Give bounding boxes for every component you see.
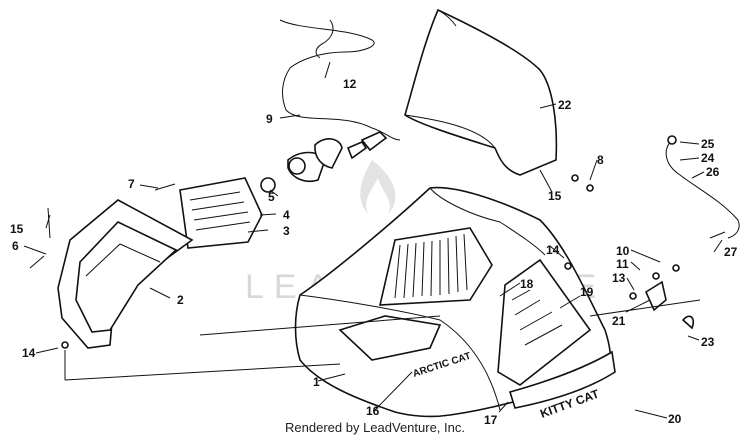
callout-14a: 14 [22, 346, 36, 360]
hood: ARCTIC CAT KITTY CAT [294, 186, 616, 421]
callout-11: 11 [616, 257, 629, 271]
callout-18: 18 [520, 277, 534, 291]
callout-24: 24 [701, 151, 715, 165]
footer-credit: Rendered by LeadVenture, Inc. [285, 420, 465, 435]
callout-3: 3 [283, 224, 290, 238]
callout-2: 2 [177, 293, 184, 307]
callout-20: 20 [668, 412, 682, 426]
fasteners [29, 174, 726, 349]
callout-7: 7 [128, 177, 135, 191]
callout-9: 9 [266, 112, 273, 126]
callout-21: 21 [612, 314, 626, 328]
callout-15b: 15 [548, 189, 562, 203]
callout-15a: 15 [10, 222, 24, 236]
callout-12: 12 [343, 77, 357, 91]
watermark-flame-icon [360, 160, 396, 214]
callout-25: 25 [701, 137, 715, 151]
leader-lines [23, 61, 723, 419]
callout-26: 26 [706, 165, 720, 179]
callout-4: 4 [283, 208, 290, 222]
callout-16: 16 [366, 404, 380, 418]
callout-14b: 14 [546, 243, 560, 257]
callout-10: 10 [616, 244, 630, 258]
windshield [404, 8, 558, 176]
callout-8: 8 [597, 153, 604, 167]
headlight-assembly [179, 138, 343, 249]
callout-22: 22 [558, 98, 572, 112]
callout-17: 17 [484, 413, 498, 427]
callout-13: 13 [612, 271, 626, 285]
callout-27: 27 [724, 245, 738, 259]
cable [665, 135, 740, 239]
callout-23: 23 [701, 335, 715, 349]
callout-1: 1 [313, 375, 320, 389]
callout-19: 19 [580, 285, 594, 299]
callout-6: 6 [12, 239, 19, 253]
callout-5: 5 [268, 190, 275, 204]
callouts: 1 2 3 4 5 6 7 8 9 10 11 12 13 14 14 15 1… [10, 77, 738, 427]
headlight-bezel [57, 199, 194, 349]
wiring-harness [279, 19, 401, 160]
